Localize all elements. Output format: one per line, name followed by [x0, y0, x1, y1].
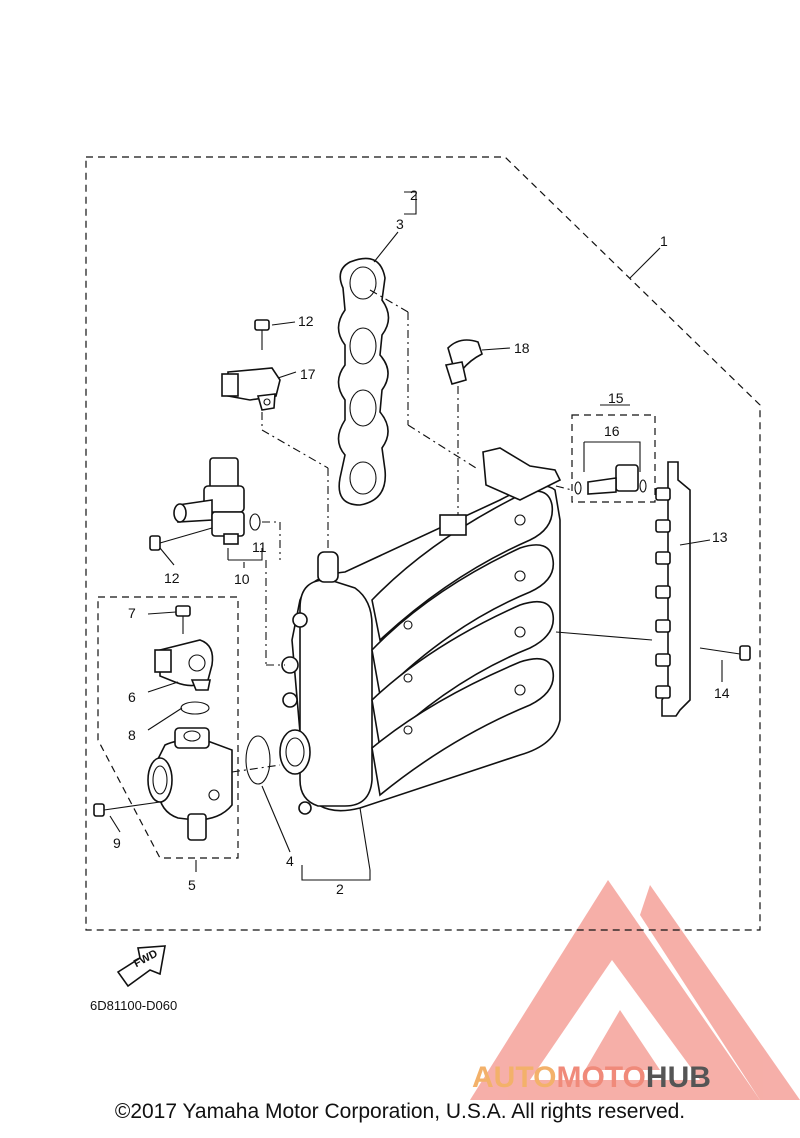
callout-2-bottom: 2 — [336, 881, 344, 897]
hose-clip — [444, 339, 483, 385]
watermark-logo — [470, 880, 800, 1100]
callout-3: 3 — [396, 216, 404, 232]
manifold-gasket — [337, 257, 390, 506]
fuel-injector — [574, 464, 647, 495]
throttle-position-sensor — [154, 639, 214, 691]
callout-11: 11 — [252, 539, 267, 555]
copyright-notice: ©2017 Yamaha Motor Corporation, U.S.A. A… — [114, 1100, 686, 1123]
bolt-fuel-rail — [699, 645, 751, 661]
callout-4: 4 — [286, 853, 294, 869]
bolt-upper — [254, 319, 270, 350]
callout-10: 10 — [234, 571, 250, 587]
injector-group-boundary — [571, 414, 656, 503]
callout-1: 1 — [660, 233, 668, 249]
idle-air-control-valve — [173, 457, 261, 545]
callout-15: 15 — [608, 390, 624, 406]
throttle-body-group-boundary — [97, 596, 239, 859]
screw-tps — [175, 605, 191, 634]
bolt-idle-valve — [149, 527, 213, 551]
callout-18: 18 — [514, 340, 530, 356]
callout-14: 14 — [714, 685, 730, 701]
diagram-code: 6D81100-D060 — [90, 998, 177, 1013]
assembly-boundary — [85, 156, 761, 931]
map-sensor — [221, 367, 281, 411]
callout-7: 7 — [128, 605, 136, 621]
callout-17: 17 — [300, 366, 316, 382]
callout-labels: 1 2 3 12 17 18 15 16 13 14 11 12 10 7 6 … — [113, 187, 730, 897]
fuel-rail — [655, 461, 691, 717]
callout-2-top: 2 — [410, 187, 418, 203]
callout-6: 6 — [128, 689, 136, 705]
callout-12-lower: 12 — [164, 570, 180, 586]
intake-manifold — [279, 447, 562, 815]
leader-lines — [109, 191, 723, 881]
watermark-text: AUTOMOTOHUB — [472, 1061, 711, 1094]
throttle-body — [147, 727, 233, 841]
callout-13: 13 — [712, 529, 728, 545]
o-ring-tps — [180, 701, 210, 715]
watermark-auto: AUTO — [472, 1061, 556, 1094]
bolt-throttle-body — [93, 801, 161, 817]
watermark-hub: HUB — [646, 1061, 711, 1094]
callout-16: 16 — [604, 423, 620, 439]
callout-12-upper: 12 — [298, 313, 314, 329]
callout-9: 9 — [113, 835, 121, 851]
o-ring-throttle-body — [245, 735, 271, 785]
watermark-moto: MOTO — [556, 1061, 645, 1094]
callout-8: 8 — [128, 727, 136, 743]
callout-5: 5 — [188, 877, 196, 893]
forward-direction-arrow: FWD — [116, 945, 166, 988]
